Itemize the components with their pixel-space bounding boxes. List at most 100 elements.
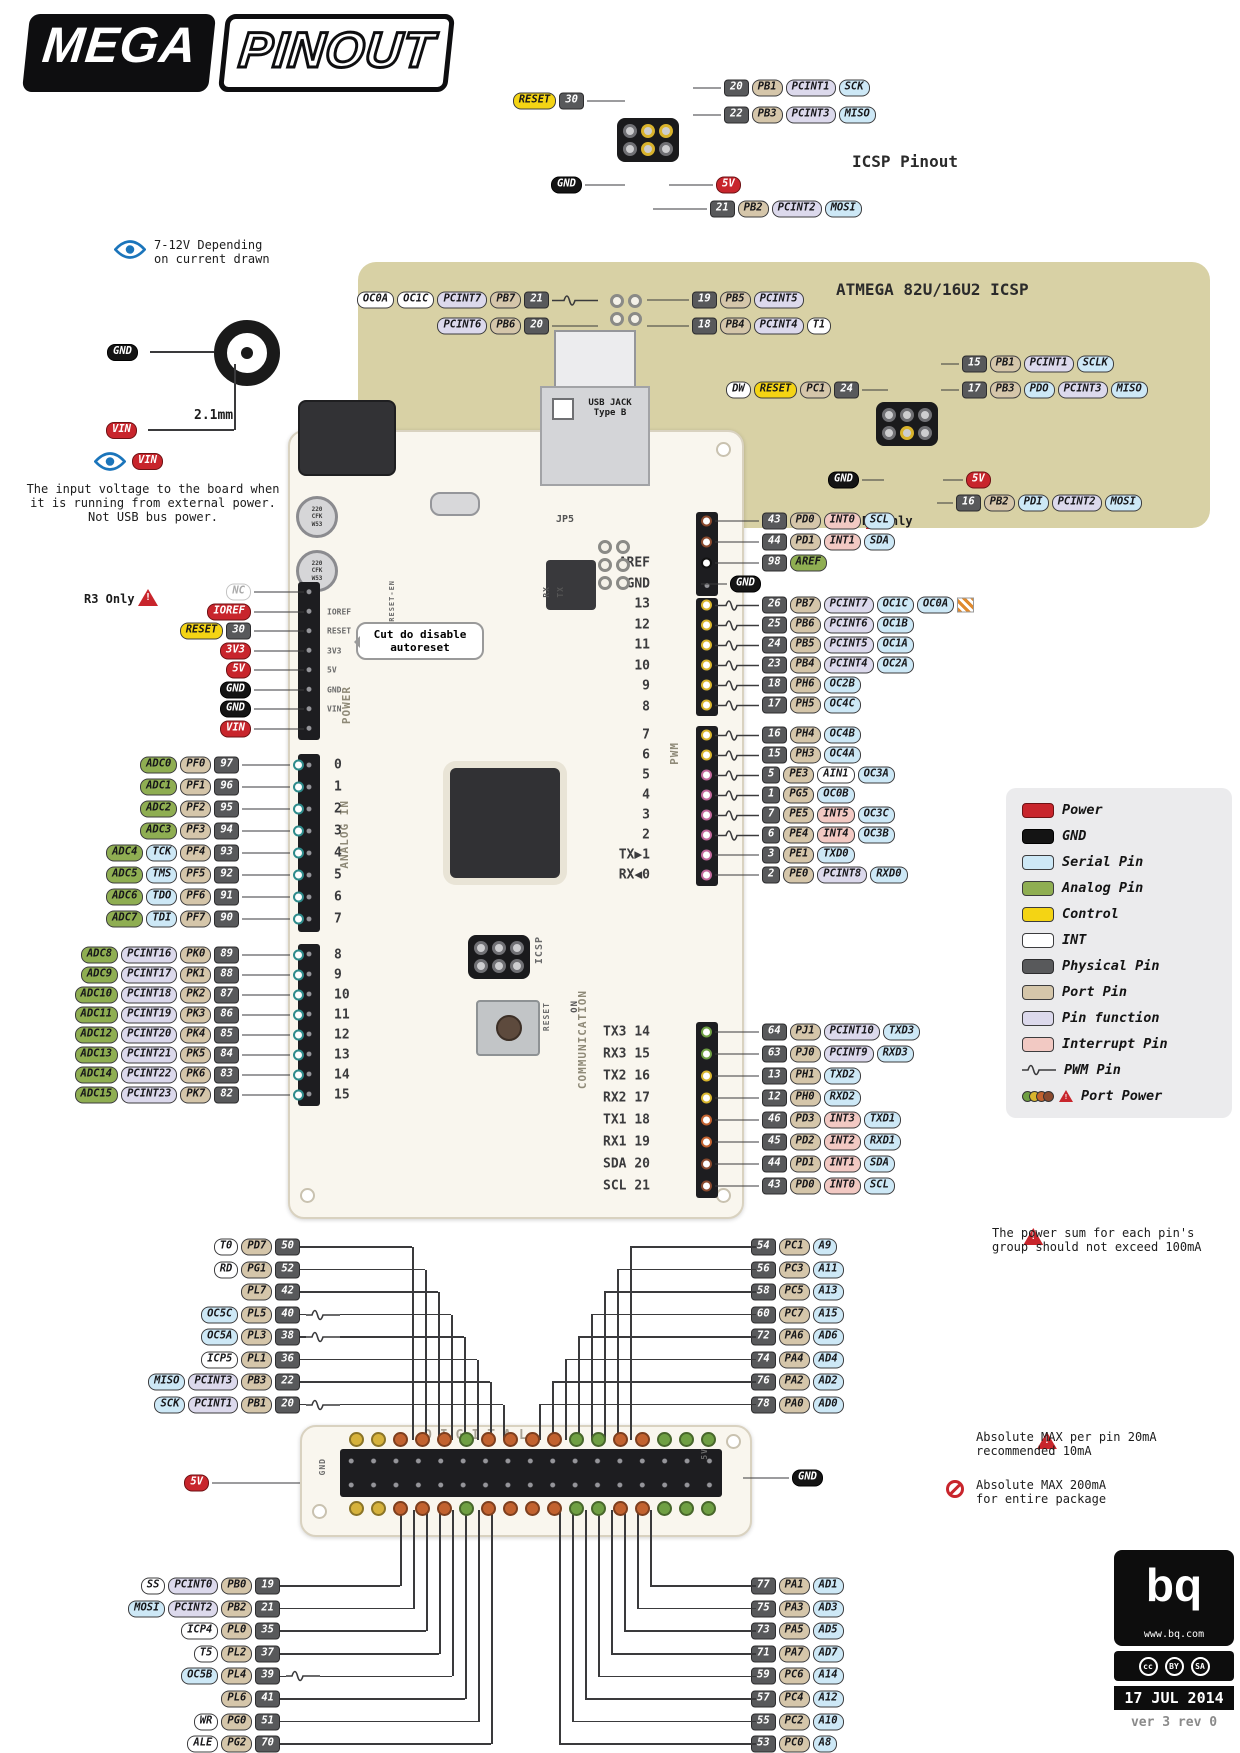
- pin-hole: [900, 408, 914, 422]
- pin-label-pg1: PG1: [241, 1261, 273, 1278]
- bq-brand-name: bq: [1145, 1559, 1203, 1611]
- pin-label-ad0: AD0: [812, 1396, 844, 1413]
- pin-label-82: 82: [214, 1086, 239, 1104]
- leader-line: [254, 591, 304, 593]
- pin-label-pcint7: PCINT7: [823, 596, 874, 614]
- pin-label-92: 92: [214, 866, 239, 884]
- leader-line: [280, 1698, 465, 1700]
- pin-dot: [293, 891, 304, 903]
- board-label-2: 2: [334, 801, 342, 817]
- leader-line: [503, 1404, 505, 1440]
- pin-dot: [293, 825, 304, 837]
- pin-label-miso: MISO: [838, 106, 876, 124]
- version-label: ver 3 rev 0: [1130, 1715, 1218, 1730]
- pin-label-55: 55: [751, 1713, 776, 1731]
- pin-hole: [882, 426, 896, 440]
- pin-label-pcint16: PCINT16: [121, 946, 178, 964]
- board-label-vin: VIN: [327, 704, 342, 714]
- pin-label-pd7: PD7: [241, 1238, 273, 1256]
- leader-line: [585, 184, 625, 186]
- pin-label-70: 70: [255, 1735, 280, 1753]
- pin-dot: [293, 1049, 304, 1061]
- pwm-wave-icon: [715, 639, 759, 651]
- pin-label-21: 21: [255, 1600, 280, 1618]
- leader-line: [539, 1404, 541, 1440]
- pin-label-72: 72: [751, 1328, 776, 1346]
- pin-label-int1: INT1: [823, 1155, 861, 1173]
- pin-label-reset: RESET: [512, 92, 557, 110]
- pin-label-pa2: PA2: [778, 1373, 810, 1391]
- pin-dot: [293, 847, 304, 859]
- pin-label-91: 91: [214, 888, 239, 906]
- leader-line: [715, 1075, 759, 1077]
- on-led-label: ON: [570, 1000, 580, 1013]
- pin-label-a15: A15: [812, 1306, 844, 1323]
- leader-line: [425, 1269, 427, 1440]
- board-label-7: 7: [642, 727, 650, 743]
- icsp-connector: [604, 288, 648, 332]
- board-label-10: 10: [334, 987, 350, 1003]
- pin-dot: [701, 557, 712, 569]
- pin-label-nc: NC: [226, 583, 251, 601]
- pin-dot: [701, 699, 712, 711]
- pin-label-adc8: ADC8: [80, 946, 119, 964]
- pin-label-pb2: PB2: [221, 1600, 253, 1618]
- pin-dot: [701, 1026, 712, 1038]
- pin-label-pcint2: PCINT2: [168, 1600, 219, 1618]
- pin-label-pd0: PD0: [789, 1177, 821, 1195]
- pin-label-pa5: PA5: [778, 1622, 810, 1640]
- board-label-0: 0: [334, 757, 342, 773]
- board-label-15: 15: [334, 1087, 350, 1103]
- board-label-7: 7: [334, 911, 342, 927]
- leader-line: [591, 1314, 593, 1440]
- power-section-label: POWER: [340, 686, 353, 725]
- leader-line: [552, 293, 598, 307]
- power-sum-warning: The power sum for each pin's group shoul…: [992, 1226, 1202, 1254]
- pin-row-right_top-3: GND: [701, 575, 761, 593]
- pin-label-pa0: PA0: [778, 1396, 810, 1413]
- pin-label-64: 64: [762, 1023, 787, 1041]
- pin-label-45: 45: [762, 1133, 787, 1151]
- pin-label-oc4a: OC4A: [823, 746, 861, 764]
- legend-label: Control: [1062, 906, 1119, 922]
- legend-label: Port Power: [1081, 1088, 1163, 1104]
- pin-label-22: 22: [724, 106, 749, 124]
- header-dot: [591, 1501, 606, 1516]
- board-label-12: 12: [334, 1027, 350, 1043]
- pwm-wave-icon: [306, 1307, 340, 1322]
- pin-label-pk1: PK1: [180, 966, 212, 984]
- board-label-rx2-17: RX2 17: [603, 1090, 650, 1106]
- pin-label-mosi: MOSI: [1104, 494, 1142, 512]
- vin-description: The input voltage to the board when it i…: [26, 482, 280, 524]
- pin-label-46: 46: [762, 1111, 787, 1129]
- pin-label-93: 93: [214, 844, 239, 862]
- reset-button[interactable]: [476, 1000, 540, 1056]
- leader-line: [242, 1014, 290, 1016]
- legend-label: Serial Pin: [1062, 854, 1144, 870]
- pin-row-power_left-1: IOREF: [207, 603, 304, 620]
- bq-url: www.bq.com: [1143, 1629, 1205, 1640]
- legend-item-serial-pin: Serial Pin: [1022, 854, 1216, 870]
- header-dot: [547, 1501, 562, 1516]
- pin-hole: [616, 540, 630, 554]
- board-label-ioref: IOREF: [327, 607, 352, 616]
- pin-label-adc5: ADC5: [106, 866, 144, 884]
- pin-label-ph6: PH6: [789, 676, 821, 694]
- board-label-4: 4: [642, 787, 650, 803]
- pin-label-6: 6: [762, 826, 781, 844]
- board-label-8: 8: [334, 947, 342, 963]
- pin-label-60: 60: [751, 1306, 776, 1323]
- pin-row-icsp_top_gnd-0: GND: [551, 176, 625, 194]
- logo-pinout: PINOUT: [217, 14, 456, 92]
- pin-label-pk0: PK0: [180, 946, 212, 964]
